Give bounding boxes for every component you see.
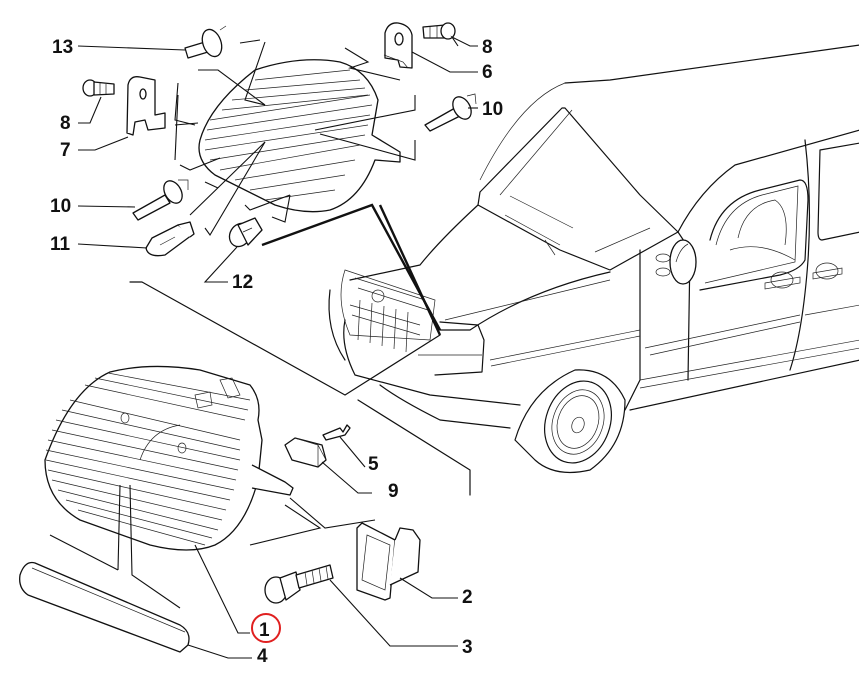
callout-1[interactable]: 1 bbox=[259, 620, 270, 641]
callout-11[interactable]: 11 bbox=[50, 234, 71, 255]
vehicle-illustration bbox=[328, 44, 859, 473]
part-bracket-right bbox=[383, 22, 413, 69]
callout-8-right[interactable]: 8 bbox=[482, 37, 493, 58]
callout-3[interactable]: 3 bbox=[462, 637, 473, 658]
vehicle-wheel bbox=[514, 369, 626, 473]
callout-7[interactable]: 7 bbox=[60, 140, 71, 161]
callout-10-left[interactable]: 10 bbox=[50, 196, 71, 217]
part-adjusting-screw bbox=[264, 564, 334, 604]
part-bracket-clip bbox=[356, 522, 421, 601]
callout-8-left[interactable]: 8 bbox=[60, 113, 71, 134]
part-bulb-h1-left bbox=[132, 179, 189, 221]
part-screw-right bbox=[422, 22, 456, 40]
part-bulb-h1-right bbox=[424, 93, 477, 132]
detail-pointer-lines bbox=[129, 203, 471, 496]
callout-4[interactable]: 4 bbox=[257, 646, 268, 667]
part-headlamp-assembly bbox=[44, 365, 376, 634]
vehicle-grille bbox=[328, 269, 436, 361]
part-bulb-w5w bbox=[145, 221, 195, 257]
part-terminal bbox=[322, 424, 351, 441]
headlamp-rear-view bbox=[174, 39, 416, 237]
callout-leaders bbox=[77, 35, 478, 659]
part-bulb-small bbox=[228, 217, 263, 248]
callout-12[interactable]: 12 bbox=[232, 272, 253, 293]
callout-labels: 13 8 7 10 11 12 8 6 10 5 9 2 3 1 4 bbox=[50, 37, 503, 667]
callout-9[interactable]: 9 bbox=[388, 481, 399, 502]
highlight-circle bbox=[251, 613, 281, 643]
callout-6[interactable]: 6 bbox=[482, 62, 493, 83]
callout-2[interactable]: 2 bbox=[462, 587, 473, 608]
callout-10-right[interactable]: 10 bbox=[482, 99, 503, 120]
part-bracket-left bbox=[126, 76, 166, 136]
callout-13[interactable]: 13 bbox=[52, 37, 73, 58]
part-trim-strip bbox=[19, 561, 190, 653]
part-bulb-h7 bbox=[184, 25, 227, 59]
callout-5[interactable]: 5 bbox=[368, 454, 379, 475]
part-connector bbox=[284, 437, 327, 468]
part-screw-left bbox=[82, 79, 115, 97]
